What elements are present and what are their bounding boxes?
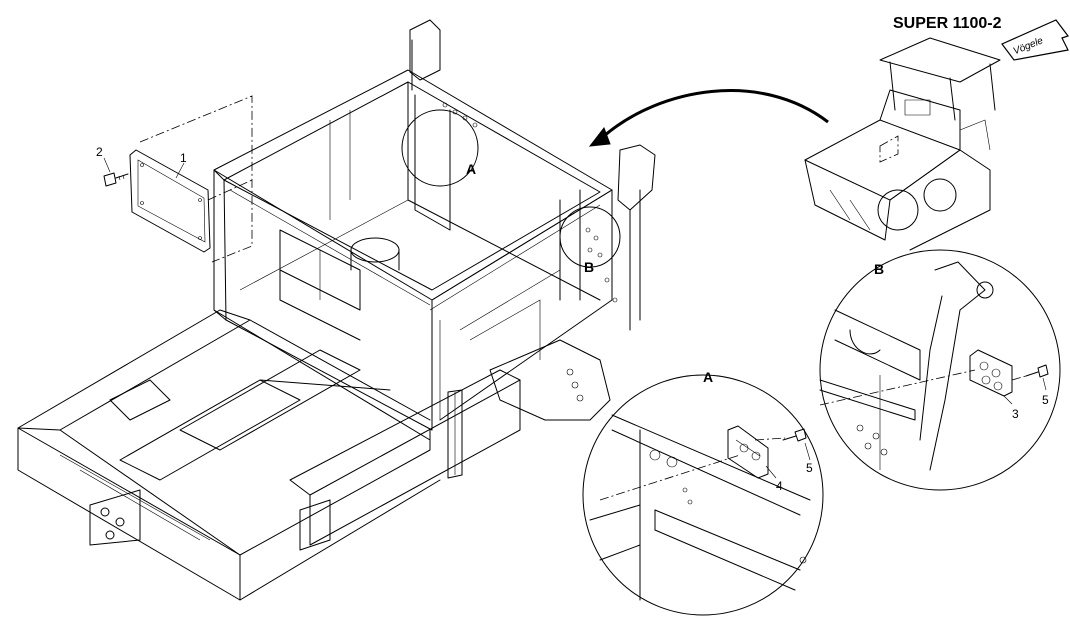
curved-arrow — [588, 89, 829, 147]
detail-a-view — [582, 374, 824, 616]
callout-2: 2 — [96, 145, 103, 159]
callout-5-a: 5 — [806, 461, 813, 475]
detail-b-title: B — [874, 261, 884, 277]
chassis-frame — [213, 19, 656, 441]
detail-b-marker-label: B — [584, 259, 594, 275]
detail-b-marker — [559, 206, 621, 268]
detail-a-marker — [401, 109, 479, 187]
detail-a-title: A — [703, 369, 713, 385]
callout-3: 3 — [1012, 407, 1019, 421]
callout-4: 4 — [776, 479, 783, 493]
lower-frame — [17, 309, 611, 601]
model-title: SUPER 1100-2 — [893, 15, 1002, 32]
detail-b-view — [819, 249, 1061, 491]
callout-leaders — [103, 157, 185, 179]
callout-1: 1 — [180, 151, 187, 165]
detail-a-marker-label: A — [466, 161, 476, 177]
assembly-guide-lines — [139, 95, 253, 263]
paver-thumbnail — [804, 37, 1001, 251]
screw-2 — [103, 172, 129, 187]
type-plate-1 — [129, 149, 211, 253]
callout-5-b: 5 — [1042, 393, 1049, 407]
vogele-logo: Vögele — [1001, 19, 1069, 61]
